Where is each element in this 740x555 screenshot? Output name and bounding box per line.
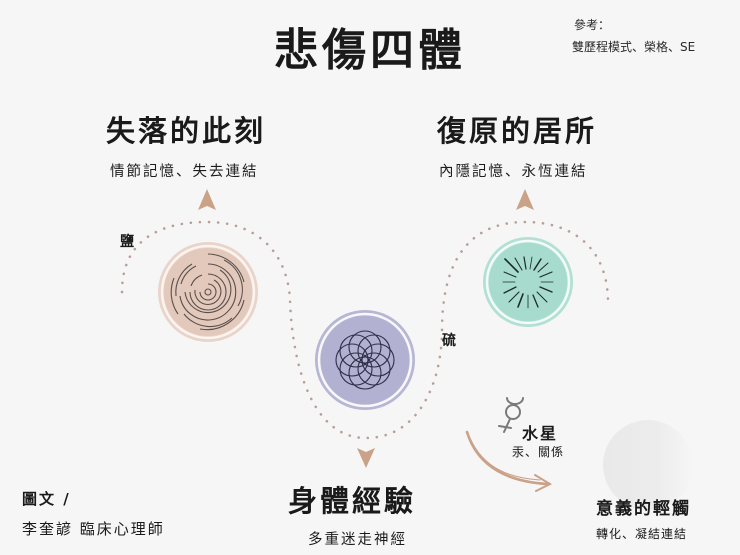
- meaning-circle-icon: [603, 420, 693, 510]
- reference-label: 參考：: [574, 18, 611, 32]
- restore-circle-icon: [483, 237, 573, 327]
- curved-arrow-icon: [465, 430, 553, 492]
- credit: 圖文 / 李奎諺 臨床心理師: [22, 484, 165, 544]
- loss-circle-icon: [158, 242, 258, 342]
- stage-restore-title: 復原的居所: [437, 114, 598, 148]
- salt-label: 鹽: [120, 234, 134, 250]
- arrow-up-icon-loss: [198, 189, 216, 210]
- mercury-symbol-icon: [498, 397, 524, 433]
- dotted-wave-path: [120, 220, 610, 440]
- mercury-title: 水星: [522, 424, 559, 443]
- stage-body: 身體經驗 多重迷走神經: [288, 478, 416, 549]
- stage-meaning-subtitle: 轉化、凝結連結: [596, 527, 688, 541]
- mercury-subtitle: 汞、關係: [512, 445, 565, 459]
- credit-author: 李奎諺 臨床心理師: [22, 520, 165, 538]
- arrow-down-icon-body: [357, 448, 375, 468]
- stage-meaning-title: 意義的輕觸: [596, 499, 691, 519]
- arrow-up-icon-restore: [516, 189, 534, 210]
- stage-meaning: 意義的輕觸 轉化、凝結連結: [596, 494, 691, 542]
- stage-restore-subtitle: 內隱記憶、永恆連結: [439, 164, 588, 180]
- stage-restore: 復原的居所 內隱記憶、永恆連結: [437, 108, 597, 181]
- reference-note: 參考： 雙歷程模式、榮格、SE: [572, 14, 695, 58]
- stage-loss-subtitle: 情節記憶、失去連結: [110, 164, 259, 180]
- stage-body-title: 身體經驗: [288, 484, 417, 518]
- page-title: 悲傷四體: [274, 25, 466, 76]
- reference-sources: 雙歷程模式、榮格、SE: [572, 40, 696, 54]
- stage-loss-title: 失落的此刻: [106, 114, 267, 148]
- sulfur-label: 硫: [442, 333, 456, 349]
- stage-body-subtitle: 多重迷走神經: [308, 532, 407, 548]
- body-circle-icon: [315, 310, 415, 410]
- credit-label: 圖文 /: [22, 490, 71, 508]
- stage-loss: 失落的此刻 情節記憶、失去連結: [106, 108, 266, 181]
- mercury-block: 水星: [522, 420, 558, 444]
